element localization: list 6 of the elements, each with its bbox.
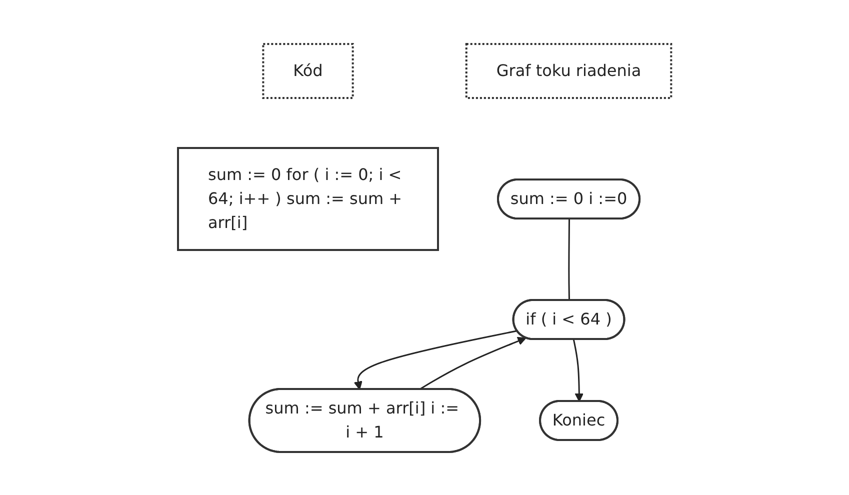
node-box: Graf toku riadenia	[465, 42, 672, 98]
node-box: Kód	[262, 42, 354, 98]
arrow	[572, 338, 584, 402]
arrow	[354, 330, 518, 390]
node-box: sum := 0 for ( i := 0; i < 64; i++ ) sum := sum + arr[i]	[176, 146, 439, 250]
connector	[568, 218, 570, 300]
